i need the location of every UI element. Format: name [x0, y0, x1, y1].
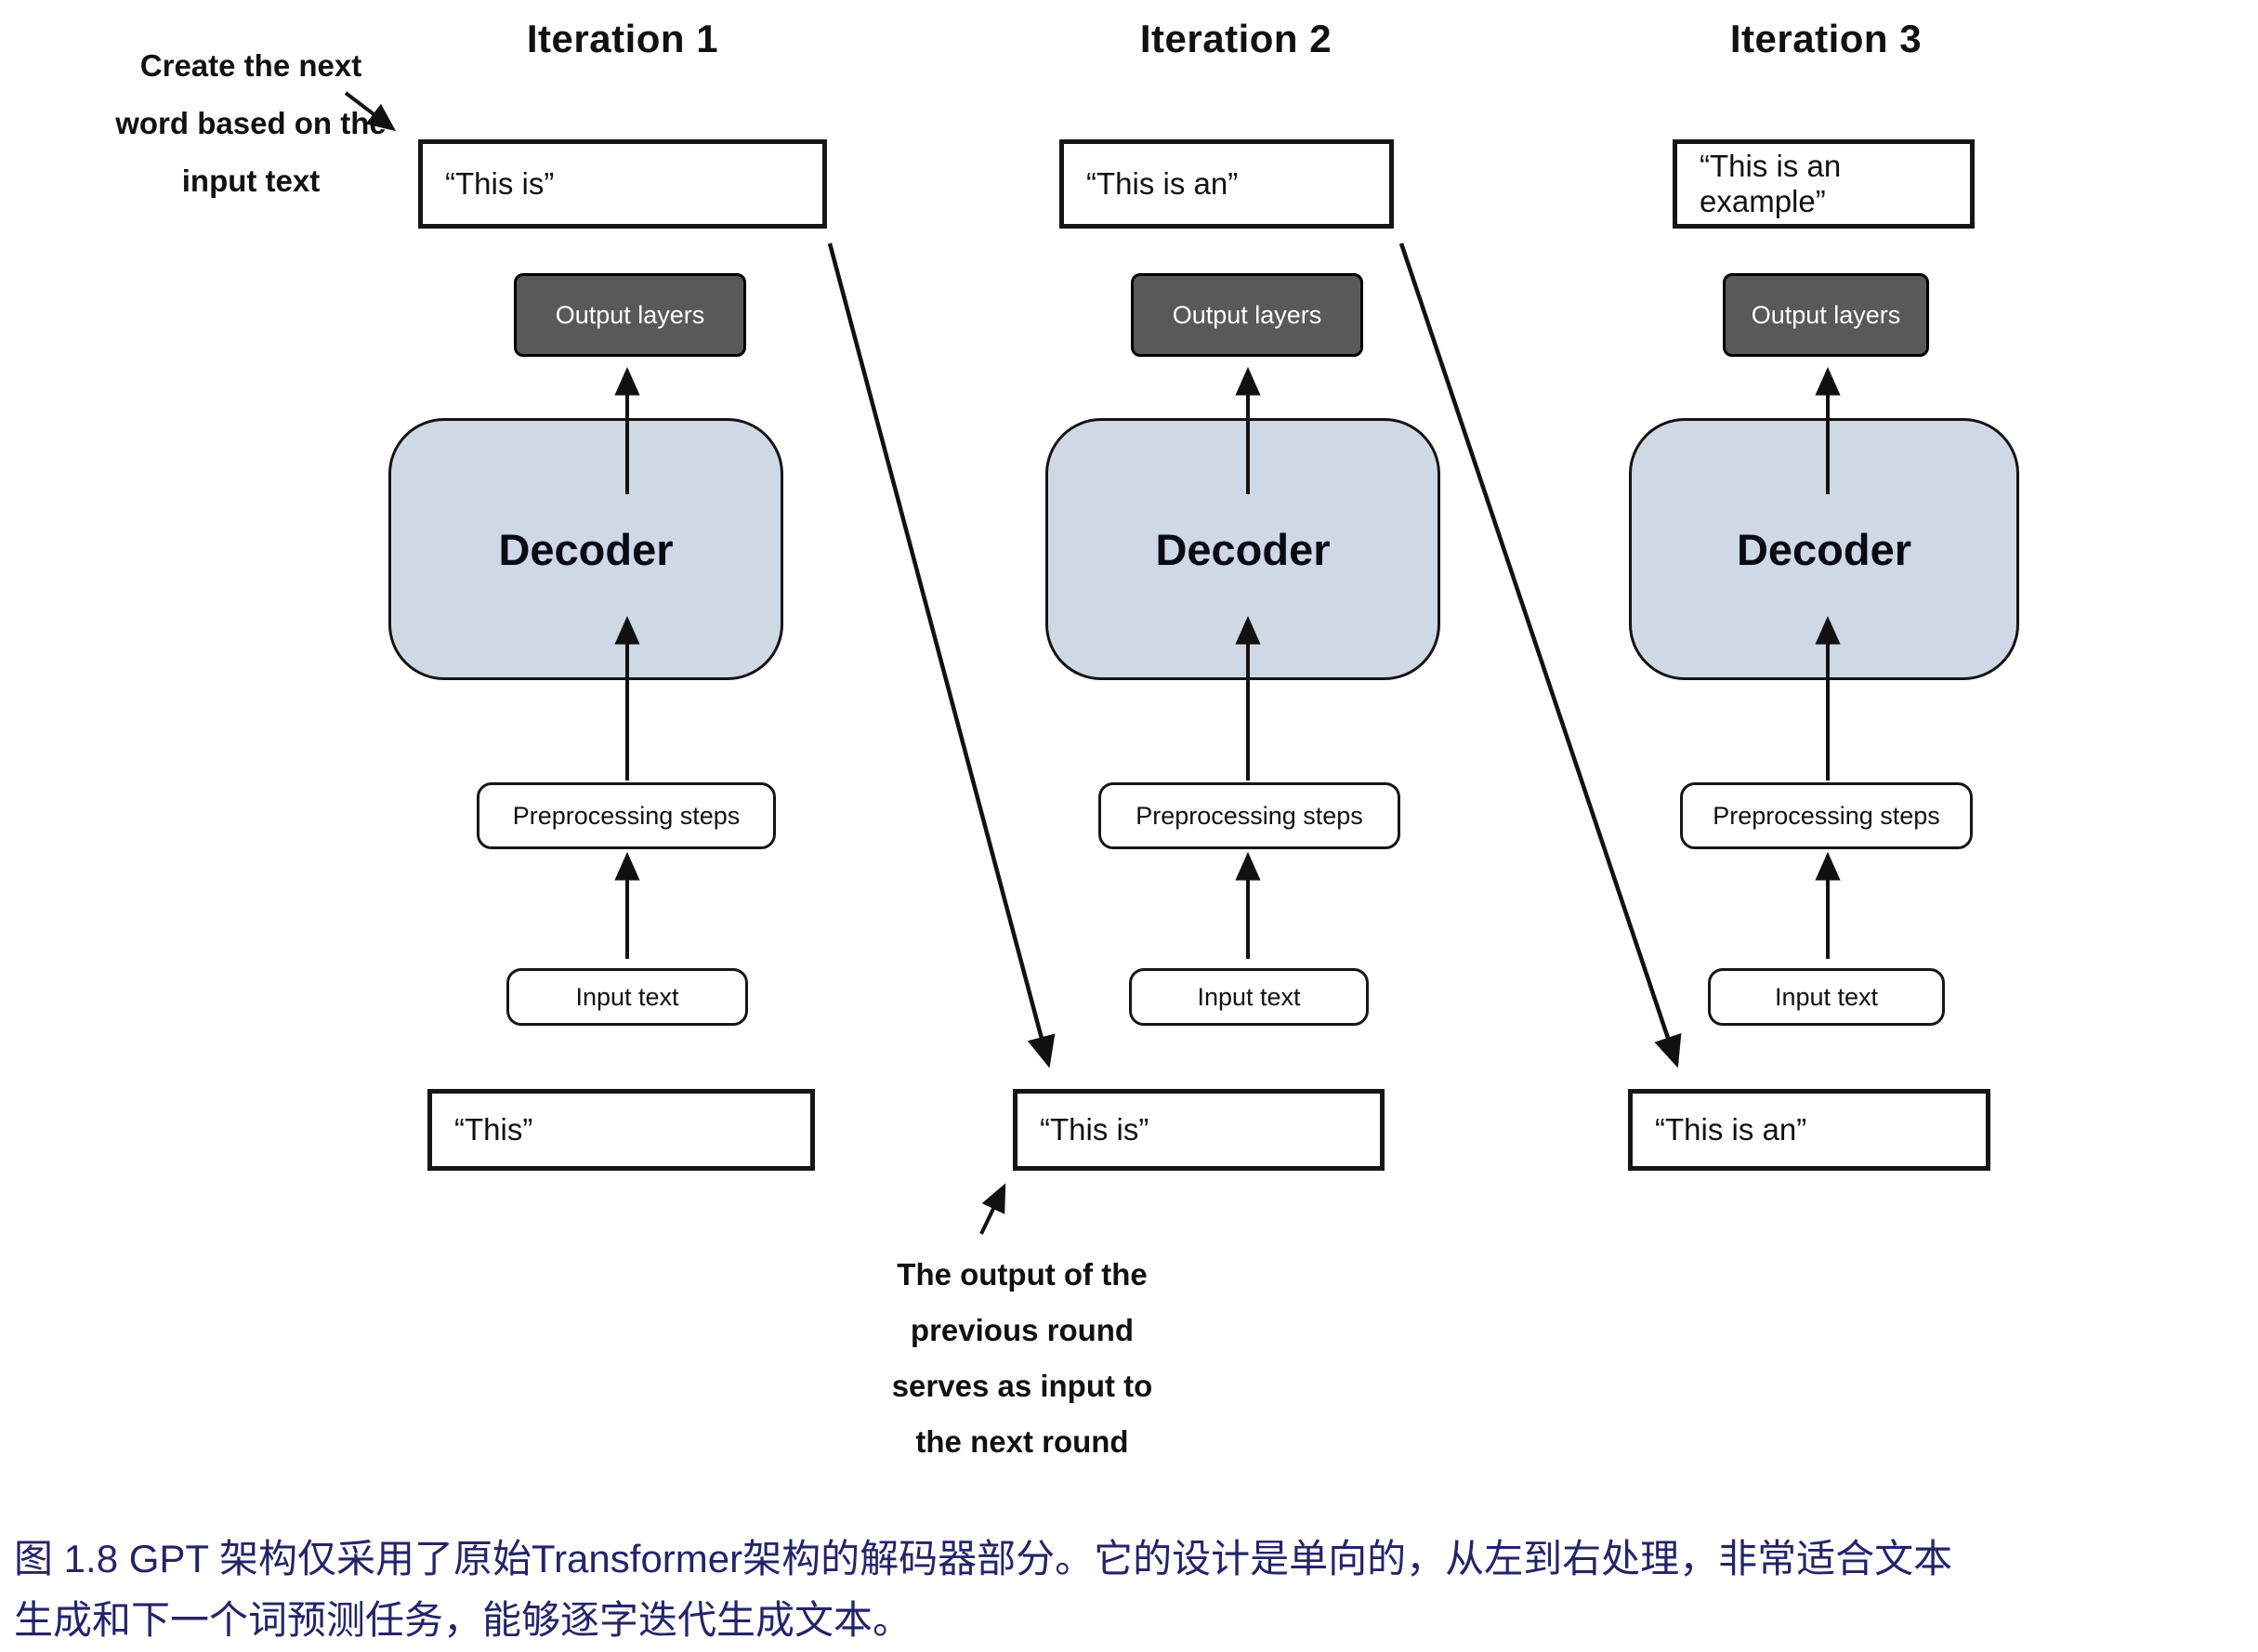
- annotation-output-feeds-next-round: The output of the previous round serves …: [869, 1247, 1175, 1470]
- input-text-box-iter2: Input text: [1129, 968, 1369, 1026]
- figure-caption: 图 1.8 GPT 架构仅采用了原始Transformer架构的解码器部分。它的…: [14, 1528, 2253, 1651]
- input-text-box-iter1: Input text: [506, 968, 748, 1026]
- annotation-line: The output of the: [897, 1257, 1148, 1291]
- annotation-line: word based on the: [115, 106, 387, 140]
- output-layers-box-iter3: Output layers: [1723, 273, 1929, 357]
- arrow-annotation-output-feeds-next: [979, 1183, 1006, 1235]
- figure-caption-line-2: 生成和下一个词预测任务，能够逐字迭代生成文本。: [14, 1598, 912, 1642]
- annotation-create-next-word: Create the next word based on the input …: [74, 37, 427, 210]
- output-layers-box-iter2: Output layers: [1131, 273, 1363, 357]
- input-text-box-iter3: Input text: [1708, 968, 1945, 1026]
- annotation-line: serves as input to: [891, 1369, 1153, 1403]
- iteration-2-title: Iteration 2: [1139, 17, 1332, 60]
- output-layers-box-iter1: Output layers: [514, 273, 746, 357]
- preprocessing-steps-box-iter1: Preprocessing steps: [477, 782, 776, 849]
- annotation-line: Create the next: [139, 48, 362, 83]
- input-value-box-iter1: “This”: [427, 1089, 815, 1171]
- decoder-box-iter1: Decoder: [388, 418, 783, 680]
- generated-text-box-iter3: “This is an example”: [1673, 139, 1975, 229]
- input-value-box-iter2: “This is”: [1013, 1089, 1385, 1171]
- input-value-box-iter3: “This is an”: [1628, 1089, 1990, 1171]
- annotation-line: previous round: [910, 1313, 1135, 1347]
- iteration-1-title: Iteration 1: [526, 17, 719, 60]
- iteration-3-title: Iteration 3: [1729, 17, 1923, 60]
- generated-text-box-iter1: “This is”: [418, 139, 827, 229]
- preprocessing-steps-box-iter3: Preprocessing steps: [1680, 782, 1973, 849]
- annotation-line: the next round: [915, 1424, 1129, 1459]
- generated-text-box-iter2: “This is an”: [1059, 139, 1394, 229]
- arrow-output2-to-input3: [1398, 243, 1682, 1069]
- decoder-box-iter2: Decoder: [1045, 418, 1440, 680]
- annotation-line: input text: [181, 164, 321, 198]
- figure-caption-line-1: 图 1.8 GPT 架构仅采用了原始Transformer架构的解码器部分。它的…: [14, 1537, 1953, 1580]
- preprocessing-steps-box-iter2: Preprocessing steps: [1098, 782, 1400, 849]
- decoder-box-iter3: Decoder: [1629, 418, 2019, 680]
- arrow-output1-to-input2: [827, 243, 1056, 1069]
